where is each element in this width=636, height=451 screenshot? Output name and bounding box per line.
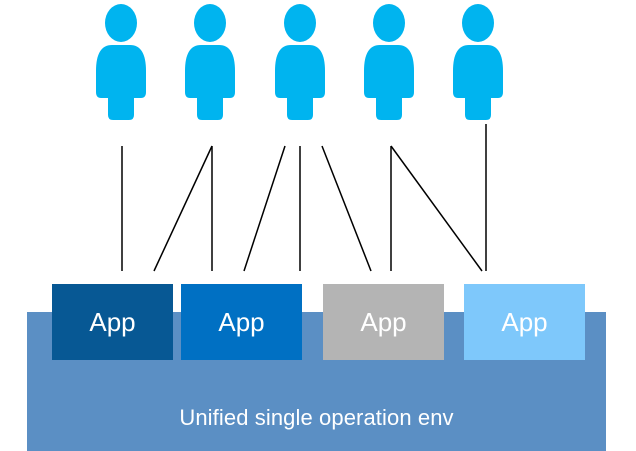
app-box-3: App <box>323 284 444 360</box>
platform-label: Unified single operation env <box>179 405 454 430</box>
app-box-4: App <box>464 284 585 360</box>
person-icon-3 <box>275 4 325 120</box>
person-icon-5 <box>453 4 503 120</box>
person-icon-4 <box>364 4 414 120</box>
connector-line <box>321 145 372 272</box>
person-icon-1 <box>96 4 146 120</box>
connector-line <box>390 145 483 272</box>
person-icon-2 <box>185 4 235 120</box>
app-box-2: App <box>181 284 302 360</box>
connector-line <box>243 145 286 272</box>
app-box-1: App <box>52 284 173 360</box>
connector-line <box>153 145 213 272</box>
